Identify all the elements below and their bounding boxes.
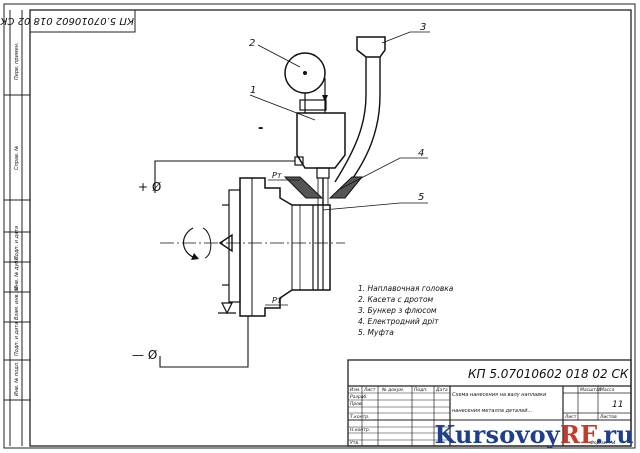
minus-terminal-label: — Ø	[132, 348, 157, 362]
flow-label-upper: Рт	[272, 171, 282, 180]
sheet-label: Лист	[564, 414, 577, 420]
strip-label-2: Справ. №	[14, 146, 20, 170]
title-line-2: нанесения металла деталей...	[452, 408, 532, 414]
rotated-code-box	[29, 9, 136, 33]
mass-label: Масса	[600, 387, 615, 393]
callout-4: 4	[418, 148, 424, 159]
plus-terminal-label: + Ø	[138, 180, 161, 194]
doc-code: КП 5.07010602 018 02 СК	[468, 367, 629, 381]
workpiece	[239, 177, 331, 317]
legend-item-5: 5. Муфта	[358, 328, 394, 337]
role-check: Пров.	[350, 401, 363, 407]
flux-left	[283, 176, 324, 199]
sheets-value: 11	[612, 400, 623, 410]
flow-label-lower: Рт	[272, 296, 282, 305]
ground-contact	[221, 302, 233, 315]
col-sign: Подп.	[414, 387, 428, 393]
head-minus-sign: -	[258, 121, 263, 136]
col-doc: № докум.	[381, 387, 404, 393]
flux-tube-right	[347, 57, 381, 186]
role-approve: Утв.	[350, 440, 359, 446]
outer-border	[3, 3, 636, 449]
legend-item-4: 4. Електродний дріт	[358, 317, 439, 326]
title-line-1: Схема нанесения на валу наплавки	[452, 392, 547, 398]
col-date: Дата	[435, 387, 448, 393]
flux-right	[328, 176, 364, 199]
strip-label-5: Взам. инв. №	[14, 286, 20, 320]
left-strip: Перв. примен. Справ. № Подп. и дата Инв.…	[4, 10, 30, 446]
strip-label-7: Инв. № подл.	[14, 362, 20, 397]
callout-2: 2	[249, 38, 255, 49]
welding-head	[296, 112, 346, 169]
col-izm: Изм.	[350, 387, 361, 393]
role-develop: Разраб.	[350, 394, 368, 400]
legend-item-3: 3. Бункер з флюсом	[358, 306, 437, 315]
callout-5: 5	[418, 192, 424, 203]
chuck	[228, 189, 241, 303]
watermark-tail: .ru	[594, 420, 634, 449]
role-ncontrol: Н.контр.	[350, 427, 370, 433]
format-label: Формат А4	[590, 440, 616, 446]
role-tcontrol: Т.контр.	[350, 414, 370, 420]
sheets-label: Листов	[599, 414, 617, 420]
scale-label: Масштаб	[580, 387, 602, 393]
strip-label-6: Подп. и дата	[14, 322, 20, 356]
negative-wire	[159, 315, 249, 368]
inner-frame	[29, 9, 632, 447]
rotated-doc-code: КП 5.07010602 018 02 СК	[0, 15, 134, 26]
title-block: КП 5.07010602 018 02 СК Схема нанесения …	[347, 359, 632, 447]
cassette-hub	[303, 71, 307, 75]
strip-label-3: Подп. и дата	[14, 226, 20, 260]
strip-label-1: Перв. примен.	[14, 42, 20, 80]
watermark-main: Kursovoy	[434, 420, 560, 449]
legend-item-1: 1. Наплавочная головка	[358, 284, 454, 293]
flux-tube-left	[334, 57, 367, 183]
drive-center	[218, 233, 233, 253]
flux-hopper	[356, 36, 386, 58]
positive-wire	[154, 160, 295, 186]
callout-3: 3	[420, 22, 426, 33]
site-watermark: KursovoyRF.ru	[435, 420, 635, 449]
legend-item-2: 2. Касета с дротом	[358, 295, 434, 304]
col-list: Лист	[363, 387, 376, 393]
strip-label-4: Инв. № дубл.	[14, 256, 20, 290]
callout-1: 1	[250, 85, 256, 96]
legend: 1. Наплавочная головка 2. Касета с дрото…	[358, 284, 454, 337]
rotation-arrow	[182, 227, 196, 259]
watermark-accent: RF	[559, 420, 595, 449]
feed-arrow	[322, 95, 328, 102]
